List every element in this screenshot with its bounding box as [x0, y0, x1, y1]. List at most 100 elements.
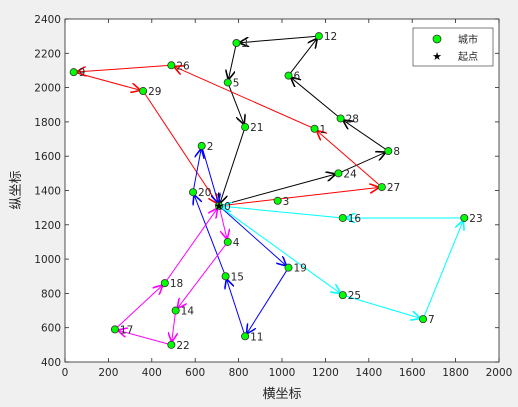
city-point: [221, 272, 230, 281]
route-segment: [422, 221, 463, 320]
legend-city-marker-icon: [432, 34, 442, 44]
route-segment: [192, 149, 201, 193]
city-point: [419, 315, 428, 324]
legend-star-marker-icon: ★: [432, 50, 442, 63]
y-tick-label: 2400: [34, 14, 61, 26]
city-point: [160, 279, 169, 288]
city-label: 1: [320, 124, 327, 136]
city-label: 26: [176, 60, 190, 72]
city-label: 23: [469, 213, 482, 225]
city-label: 2: [207, 141, 214, 153]
city-label: 27: [387, 182, 400, 194]
city-point: [336, 114, 345, 123]
route-segment: [219, 187, 378, 207]
route-segment: [227, 280, 246, 337]
route-segment: [229, 42, 237, 79]
x-tick-label: 1800: [442, 367, 469, 379]
route-segment: [164, 209, 217, 284]
route-segment: [220, 126, 246, 203]
route-segment: [194, 195, 227, 277]
route-segment: [338, 152, 385, 174]
route-segment: [291, 78, 341, 119]
route-segment: [114, 285, 162, 330]
route-segment: [247, 267, 289, 334]
x-tick-label: 200: [98, 367, 118, 379]
y-tick-label: 400: [41, 357, 61, 369]
city-point: [110, 325, 119, 334]
city-label: 8: [393, 146, 400, 158]
plot-area: [65, 19, 499, 362]
city-point: [241, 123, 250, 132]
city-point: [139, 87, 148, 96]
city-label: 16: [348, 213, 362, 225]
y-tick-label: 2200: [34, 48, 61, 60]
city-point: [284, 263, 293, 272]
city-point: [314, 32, 323, 41]
city-label: 15: [231, 271, 244, 283]
city-label: 24: [343, 168, 357, 180]
city-label: 28: [346, 113, 359, 125]
city-point: [310, 124, 319, 133]
depot-star-icon: ★: [214, 199, 225, 213]
city-point: [334, 169, 343, 178]
y-tick-label: 800: [41, 288, 61, 300]
route-segment: [175, 67, 315, 130]
x-tick-label: 0: [62, 367, 69, 379]
route-segment: [142, 90, 217, 203]
y-tick-label: 1400: [34, 186, 61, 198]
route-segment: [288, 39, 317, 76]
city-label: 20: [198, 187, 211, 199]
route-segment: [223, 206, 343, 219]
legend: 城市 ★ 起点: [412, 27, 494, 67]
city-label: 25: [348, 290, 361, 302]
city-label: 18: [170, 278, 183, 290]
city-point: [284, 71, 293, 80]
city-label: 6: [294, 71, 301, 83]
city-point: [384, 147, 393, 156]
city-label: 19: [294, 263, 307, 275]
x-tick-label: 1200: [312, 367, 339, 379]
y-tick-label: 1000: [34, 254, 61, 266]
x-tick-label: 1400: [355, 367, 382, 379]
city-point: [223, 78, 232, 87]
city-point: [189, 188, 198, 197]
city-point: [167, 340, 176, 349]
city-point: [223, 237, 232, 246]
x-tick-label: 1600: [399, 367, 426, 379]
city-label: 4: [233, 237, 240, 249]
route-segment: [227, 82, 244, 123]
route-segment: [77, 64, 172, 72]
city-point: [460, 213, 469, 222]
route-segment: [172, 310, 176, 342]
route-segment: [240, 35, 319, 43]
city-label: 12: [324, 31, 337, 43]
route-segment: [178, 241, 229, 308]
city-point: [338, 291, 347, 300]
legend-city-label: 城市: [458, 33, 478, 46]
x-tick-label: 2000: [486, 367, 513, 379]
city-label: 5: [233, 77, 240, 89]
city-label: 22: [176, 340, 189, 352]
route-segment: [218, 174, 335, 207]
city-point: [232, 39, 241, 48]
route-segment: [201, 145, 218, 203]
y-tick-label: 2000: [34, 83, 61, 95]
legend-box: [412, 27, 494, 67]
city-label: 14: [181, 306, 195, 318]
city-point: [171, 306, 180, 315]
route-segment: [118, 330, 172, 346]
y-axis-label: 纵坐标: [9, 170, 24, 209]
x-tick-label: 400: [142, 367, 162, 379]
route-lines: [73, 35, 465, 346]
legend-start-label: 起点: [458, 51, 478, 63]
x-tick-label: 1000: [269, 367, 296, 379]
route-segment: [343, 120, 389, 152]
city-label: 3: [241, 38, 248, 50]
city-label: 0: [224, 201, 231, 213]
city-label: 21: [250, 122, 263, 134]
city-point: [377, 183, 386, 192]
route-segment: [342, 294, 420, 318]
route-segment: [218, 205, 227, 239]
